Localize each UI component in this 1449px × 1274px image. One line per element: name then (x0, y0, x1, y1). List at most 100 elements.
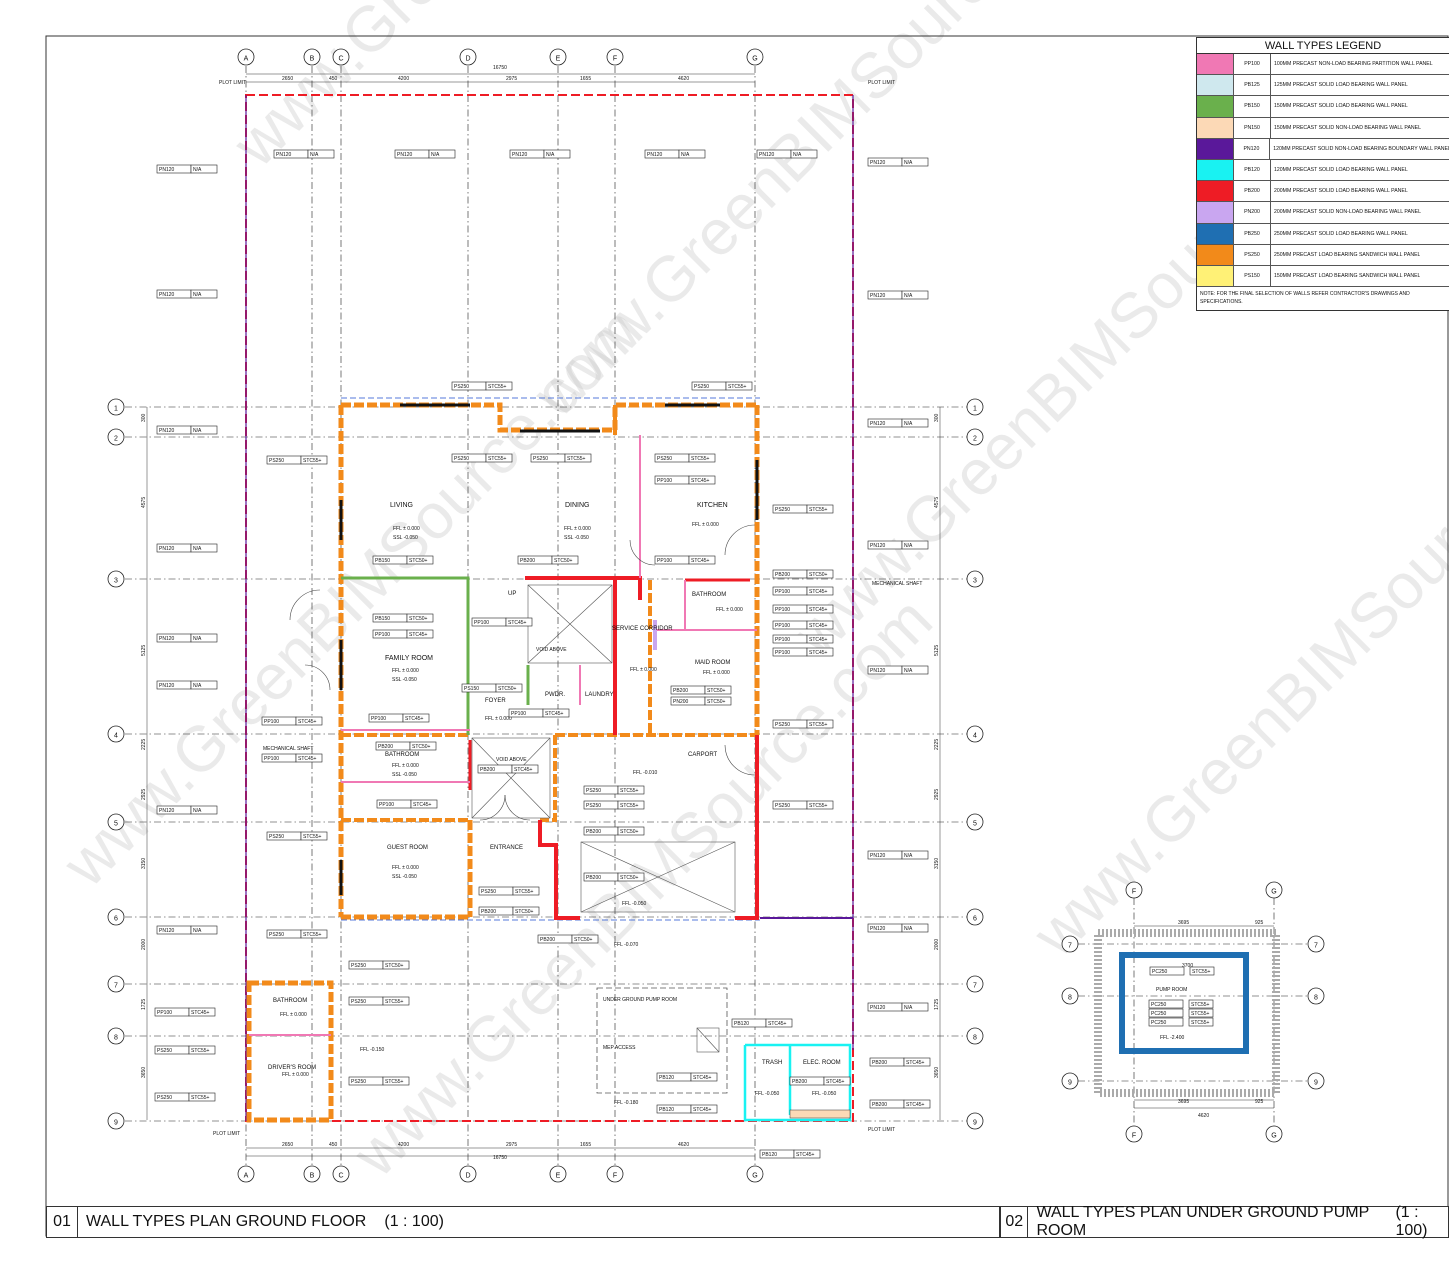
legend-swatch (1197, 117, 1234, 138)
dim-top: 2650 (282, 76, 293, 82)
grid-bubble (107, 398, 125, 416)
wall-tag-code: PB200 (540, 937, 555, 943)
wall-tag-code: PS250 (157, 1095, 172, 1101)
wall-pb200 (615, 576, 642, 600)
label-mechanical-shaft: MECHANICAL SHAFT (872, 581, 922, 587)
wall-tag-stc: STC55+ (385, 999, 404, 1005)
grid-bubble (1125, 1125, 1143, 1143)
wall-tag-stc: STC55+ (620, 803, 639, 809)
level-ffl: FFL ± 0.000 (392, 668, 419, 674)
wall-pn150 (789, 1109, 851, 1119)
room-label-entrance: ENTRANCE (490, 845, 523, 851)
dim-bottom: 2975 (506, 1142, 517, 1148)
legend-swatch (1197, 181, 1234, 202)
legend-code: PS150 (1234, 265, 1271, 287)
legend-code: PN120 (1234, 138, 1271, 159)
wall-pp100 (655, 580, 686, 631)
legend-swatch (1197, 159, 1234, 181)
grid-bubble-label: G (1271, 889, 1276, 896)
grid-bubble (746, 48, 764, 66)
grid-bubble-label: 2 (973, 436, 977, 443)
wall-tag-code: PS250 (351, 999, 366, 1005)
wall-tag-stc: N/A (904, 160, 913, 166)
room-label-maid-room: MAID ROOM (695, 660, 730, 666)
wall-tag-stc: STC55+ (303, 834, 322, 840)
room-label-bathroom: BATHROOM (273, 998, 307, 1004)
legend-swatch (1197, 96, 1234, 117)
wall-tag-code: PS250 (269, 932, 284, 938)
wall-tag-stc: STC45+ (906, 1102, 925, 1108)
grid-bubble-label: G (1271, 1133, 1276, 1140)
legend-swatch (1197, 138, 1234, 159)
wall-tag-stc: STC50+ (515, 909, 534, 915)
wall-tag-code: PN120 (870, 293, 886, 299)
wall-tag-stc: STC50+ (620, 875, 639, 881)
legend-description: 100MM PRECAST NON-LOAD BEARING PARTITION… (1274, 61, 1433, 68)
wall-tag-code: PN120 (870, 1005, 886, 1011)
grid-bubble-label: F (1132, 889, 1136, 896)
wall-tag-stc: STC50+ (554, 558, 573, 564)
wall-tag-stc: STC55+ (385, 1079, 404, 1085)
grid-bubble (606, 1165, 624, 1183)
grid-bubble-label: 4 (114, 733, 118, 740)
wall-tag-stc: STC55+ (1191, 1020, 1210, 1026)
dim-bottom: 1655 (580, 1142, 591, 1148)
wall-tag-code: PN120 (159, 167, 175, 173)
wall-tag-stc: STC50+ (498, 686, 517, 692)
grid-bubble-label: 4 (973, 733, 977, 740)
wall-tag-code: PP100 (264, 756, 279, 762)
wall-tag-code: PN120 (870, 160, 886, 166)
legend-description: 120MM PRECAST SOLID LOAD BEARING WALL PA… (1274, 167, 1408, 174)
wall-tag-stc: STC45+ (796, 1152, 815, 1158)
room-label-laundry: LAUNDRY (585, 692, 614, 698)
wall-tag-stc: N/A (193, 808, 202, 814)
pump-room-plan: 3695 925 3700 3695 925 4620 PUMP ROOM FF… (1061, 881, 1325, 1143)
grid-bubble (107, 908, 125, 926)
underground-pump-room-outline (596, 987, 728, 1094)
grid-bubble-label: 9 (114, 1120, 118, 1127)
grid-bubble (332, 1165, 350, 1183)
wall-tag-stc: STC45+ (693, 1075, 712, 1081)
wall-tag-code: PN120 (870, 926, 886, 932)
legend-description: 150MM PRECAST SOLID LOAD BEARING WALL PA… (1274, 103, 1408, 110)
wall-tag: PS250 STC55+ (348, 996, 410, 1006)
wall-tag-code: PP100 (474, 620, 489, 626)
dim-bottom: 2650 (282, 1142, 293, 1148)
drawing-number: 02 (1001, 1207, 1029, 1237)
wall-tag-code: PS250 (694, 384, 709, 390)
grid-bubble (1307, 935, 1325, 953)
grid-bubble-label: D (465, 1173, 470, 1180)
grid-bubble (966, 975, 984, 993)
grid-bubble-label: D (465, 56, 470, 63)
dim: 3700 (1182, 963, 1193, 969)
wall-tag-code: PN120 (870, 853, 886, 859)
wall-tag-stc: STC55+ (691, 456, 710, 462)
wall-tag-stc: STC50+ (385, 963, 404, 969)
grid-bubble (606, 48, 624, 66)
grid-bubble (966, 1027, 984, 1045)
grid-bubble-label: 9 (973, 1120, 977, 1127)
grid-bubble-label: 8 (1068, 995, 1072, 1002)
legend-description: 150MM PRECAST LOAD BEARING SANDWICH WALL… (1274, 272, 1421, 279)
legend-swatch (1197, 223, 1234, 244)
level-ffl: FFL -0.010 (633, 770, 657, 776)
drawing-title: WALL TYPES PLAN UNDER GROUND PUMP ROOM (1036, 1204, 1369, 1239)
dim-side: 2225 (934, 739, 940, 750)
grid-bubble-label: 1 (973, 406, 977, 413)
legend-description: 125MM PRECAST SOLID LOAD BEARING WALL PA… (1274, 82, 1408, 89)
plot-limit-label: PLOT LIMIT (213, 1131, 240, 1137)
